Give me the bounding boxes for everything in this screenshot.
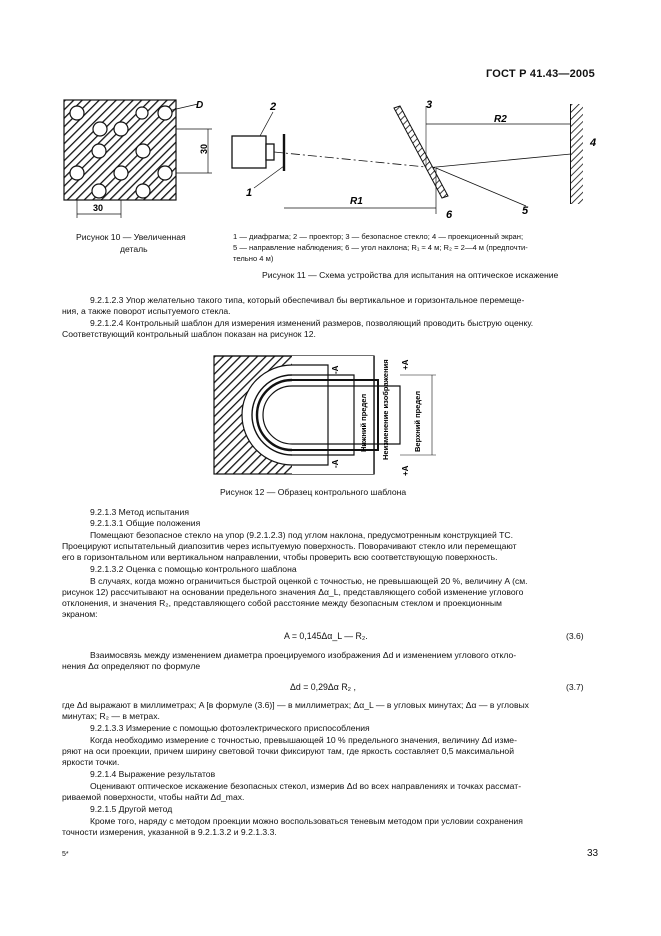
fig12-plus-a-top: +A (401, 359, 410, 370)
fig12-minus-a-top: -A (331, 365, 340, 374)
para-template-2: рисунок 12) рассчитывают на основании пр… (62, 587, 524, 597)
figure-11: 2 1 3 R2 4 R1 6 5 (231, 99, 596, 221)
fig10-dim-horizontal: 30 (93, 203, 103, 213)
para-photo-1: Когда необходимо измерение с точностью, … (90, 735, 517, 745)
para-template-3: отклонения, и значения R₂, представляюще… (62, 598, 502, 608)
footer-mark: 5* (62, 851, 69, 858)
para-9-2-1-2-3: 9.2.1.2.3 Упор желательно такого типа, к… (90, 295, 525, 305)
fig11-label-1: 1 (246, 187, 252, 199)
fig11-label-r2: R2 (494, 114, 507, 125)
para-9-2-1-2-4: 9.2.1.2.4 Контрольный шаблон для измерен… (90, 318, 534, 328)
para-general-2: Проецируют испытательный диапозитив чере… (62, 541, 517, 551)
fig11-label-6: 6 (446, 209, 453, 221)
para-template-1: В случаях, когда можно ограничиться быст… (90, 576, 528, 586)
fig11-label-r1: R1 (350, 196, 363, 207)
formula-3-7: Δd = 0,29Δα R₂ , (290, 682, 356, 692)
document-header: ГОСТ Р 41.43—2005 (486, 68, 595, 80)
formula-3-6: A = 0,145Δα_L — R₂. (284, 631, 368, 641)
heading-9-2-1-3-1: 9.2.1.3.1 Общие положения (90, 518, 201, 528)
para-9-2-1-2-4-cont: Соответствующий контрольный шаблон показ… (62, 329, 316, 339)
fig11-label-5: 5 (522, 205, 529, 217)
formula-3-7-number: (3.7) (566, 682, 584, 692)
heading-9-2-1-4: 9.2.1.4 Выражение результатов (90, 769, 216, 779)
heading-9-2-1-3-3: 9.2.1.3.3 Измерение с помощью фотоэлектр… (90, 723, 370, 733)
para-general-3: его в горизонтальном или вертикальном на… (62, 552, 498, 562)
fig10-caption-1: Рисунок 10 — Увеличенная (76, 232, 186, 242)
fig10-dim-vertical: 30 (199, 144, 209, 154)
para-relation-2: нения Δα определяют по формуле (62, 661, 201, 671)
fig11-label-3: 3 (426, 99, 432, 111)
formula-3-6-number: (3.6) (566, 631, 584, 641)
fig10-label-d: D (196, 100, 203, 111)
figure-12: -A +A -A +A Нижний предел Неизменение из… (213, 355, 436, 476)
para-photo-2: ряют на оси проекции, причем ширину свет… (62, 746, 515, 756)
fig11-legend-1: 1 — диафрагма; 2 — проектор; 3 — безопас… (233, 232, 524, 241)
fig12-lower-limit: Нижний предел (359, 394, 368, 452)
para-9-2-1-2-3-cont: ния, а также поворот испытуемого стекла. (62, 306, 231, 316)
fig11-legend-3: тельно 4 м) (233, 254, 274, 263)
fig12-plus-a-bottom: +A (401, 465, 410, 476)
heading-9-2-1-3-2: 9.2.1.3.2 Оценка с помощью контрольного … (90, 564, 297, 574)
fig12-no-change: Неизменение изображения (381, 359, 390, 460)
fig12-minus-a-bottom: -A (331, 459, 340, 468)
fig12-upper-limit: Верхний предел (413, 391, 422, 452)
fig11-caption: Рисунок 11 — Схема устройства для испыта… (262, 270, 559, 280)
para-photo-3: яркости точки. (62, 757, 120, 767)
heading-9-2-1-5: 9.2.1.5 Другой метод (90, 804, 173, 814)
para-template-4: экраном: (62, 609, 98, 619)
fig11-label-2: 2 (269, 101, 276, 113)
para-other-1: Кроме того, наряду с методом проекции мо… (90, 816, 523, 826)
fig11-legend-2: 5 — направление наблюдения; 6 — угол нак… (233, 243, 528, 252)
para-units-1: где Δd выражают в миллиметрах; A [в форм… (62, 700, 529, 710)
figure-10: D 30 30 (63, 99, 212, 218)
para-other-2: точности измерения, указанной в 9.2.1.3.… (62, 827, 277, 837)
fig10-caption-2: деталь (120, 244, 148, 254)
fig11-label-4: 4 (589, 137, 596, 149)
para-results-2: риваемой поверхности, чтобы найти Δd_max… (62, 792, 245, 802)
para-units-2: минутах; R₂ — в метрах. (62, 711, 160, 721)
para-results-1: Оценивают оптическое искажение безопасны… (90, 781, 522, 791)
heading-9-2-1-3: 9.2.1.3 Метод испытания (90, 507, 189, 517)
para-relation-1: Взаимосвязь между изменением диаметра пр… (90, 650, 517, 660)
fig12-caption: Рисунок 12 — Образец контрольного шаблон… (220, 487, 407, 497)
page-number: 33 (587, 848, 599, 859)
para-general-1: Помещают безопасное стекло на упор (9.2.… (90, 530, 513, 540)
